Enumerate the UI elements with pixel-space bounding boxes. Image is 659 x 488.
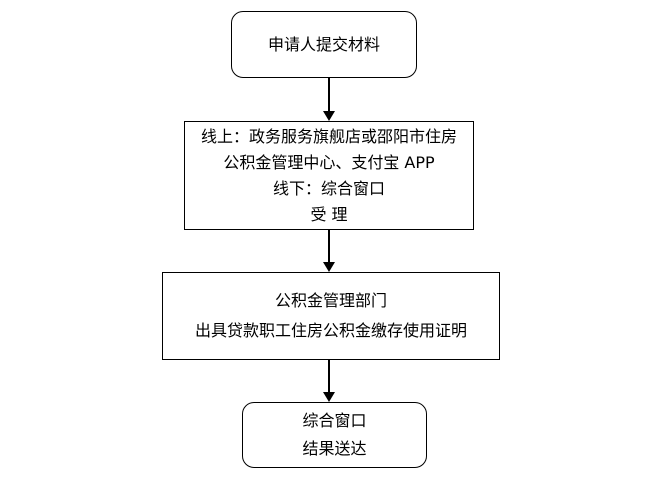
dept-node: 公积金管理部门 出具贷款职工住房公积金缴存使用证明 (162, 272, 500, 360)
dept-line-name: 公积金管理部门 (274, 291, 387, 310)
arrow-dept-to-end (323, 360, 335, 402)
accept-line-channels: 公积金管理中心、支付宝 APP (223, 152, 435, 172)
end-line-result: 结果送达 (302, 439, 367, 458)
accept-line-accept: 受 理 (310, 204, 348, 224)
dept-line-action: 出具贷款职工住房公积金缴存使用证明 (194, 321, 467, 340)
accept-line-online: 线上：政务服务旗舰店或邵阳市住房 (200, 126, 457, 146)
start-node: 申请人提交材料 (231, 11, 417, 78)
arrow-accept-to-dept (323, 230, 335, 272)
start-node-label: 申请人提交材料 (267, 34, 380, 54)
end-node: 综合窗口 结果送达 (242, 402, 427, 468)
arrow-start-to-accept (323, 78, 335, 121)
accept-line-offline: 线下：综合窗口 (272, 178, 385, 198)
accept-node: 线上：政务服务旗舰店或邵阳市住房 公积金管理中心、支付宝 APP 线下：综合窗口… (184, 121, 474, 230)
end-line-window: 综合窗口 (302, 411, 367, 430)
